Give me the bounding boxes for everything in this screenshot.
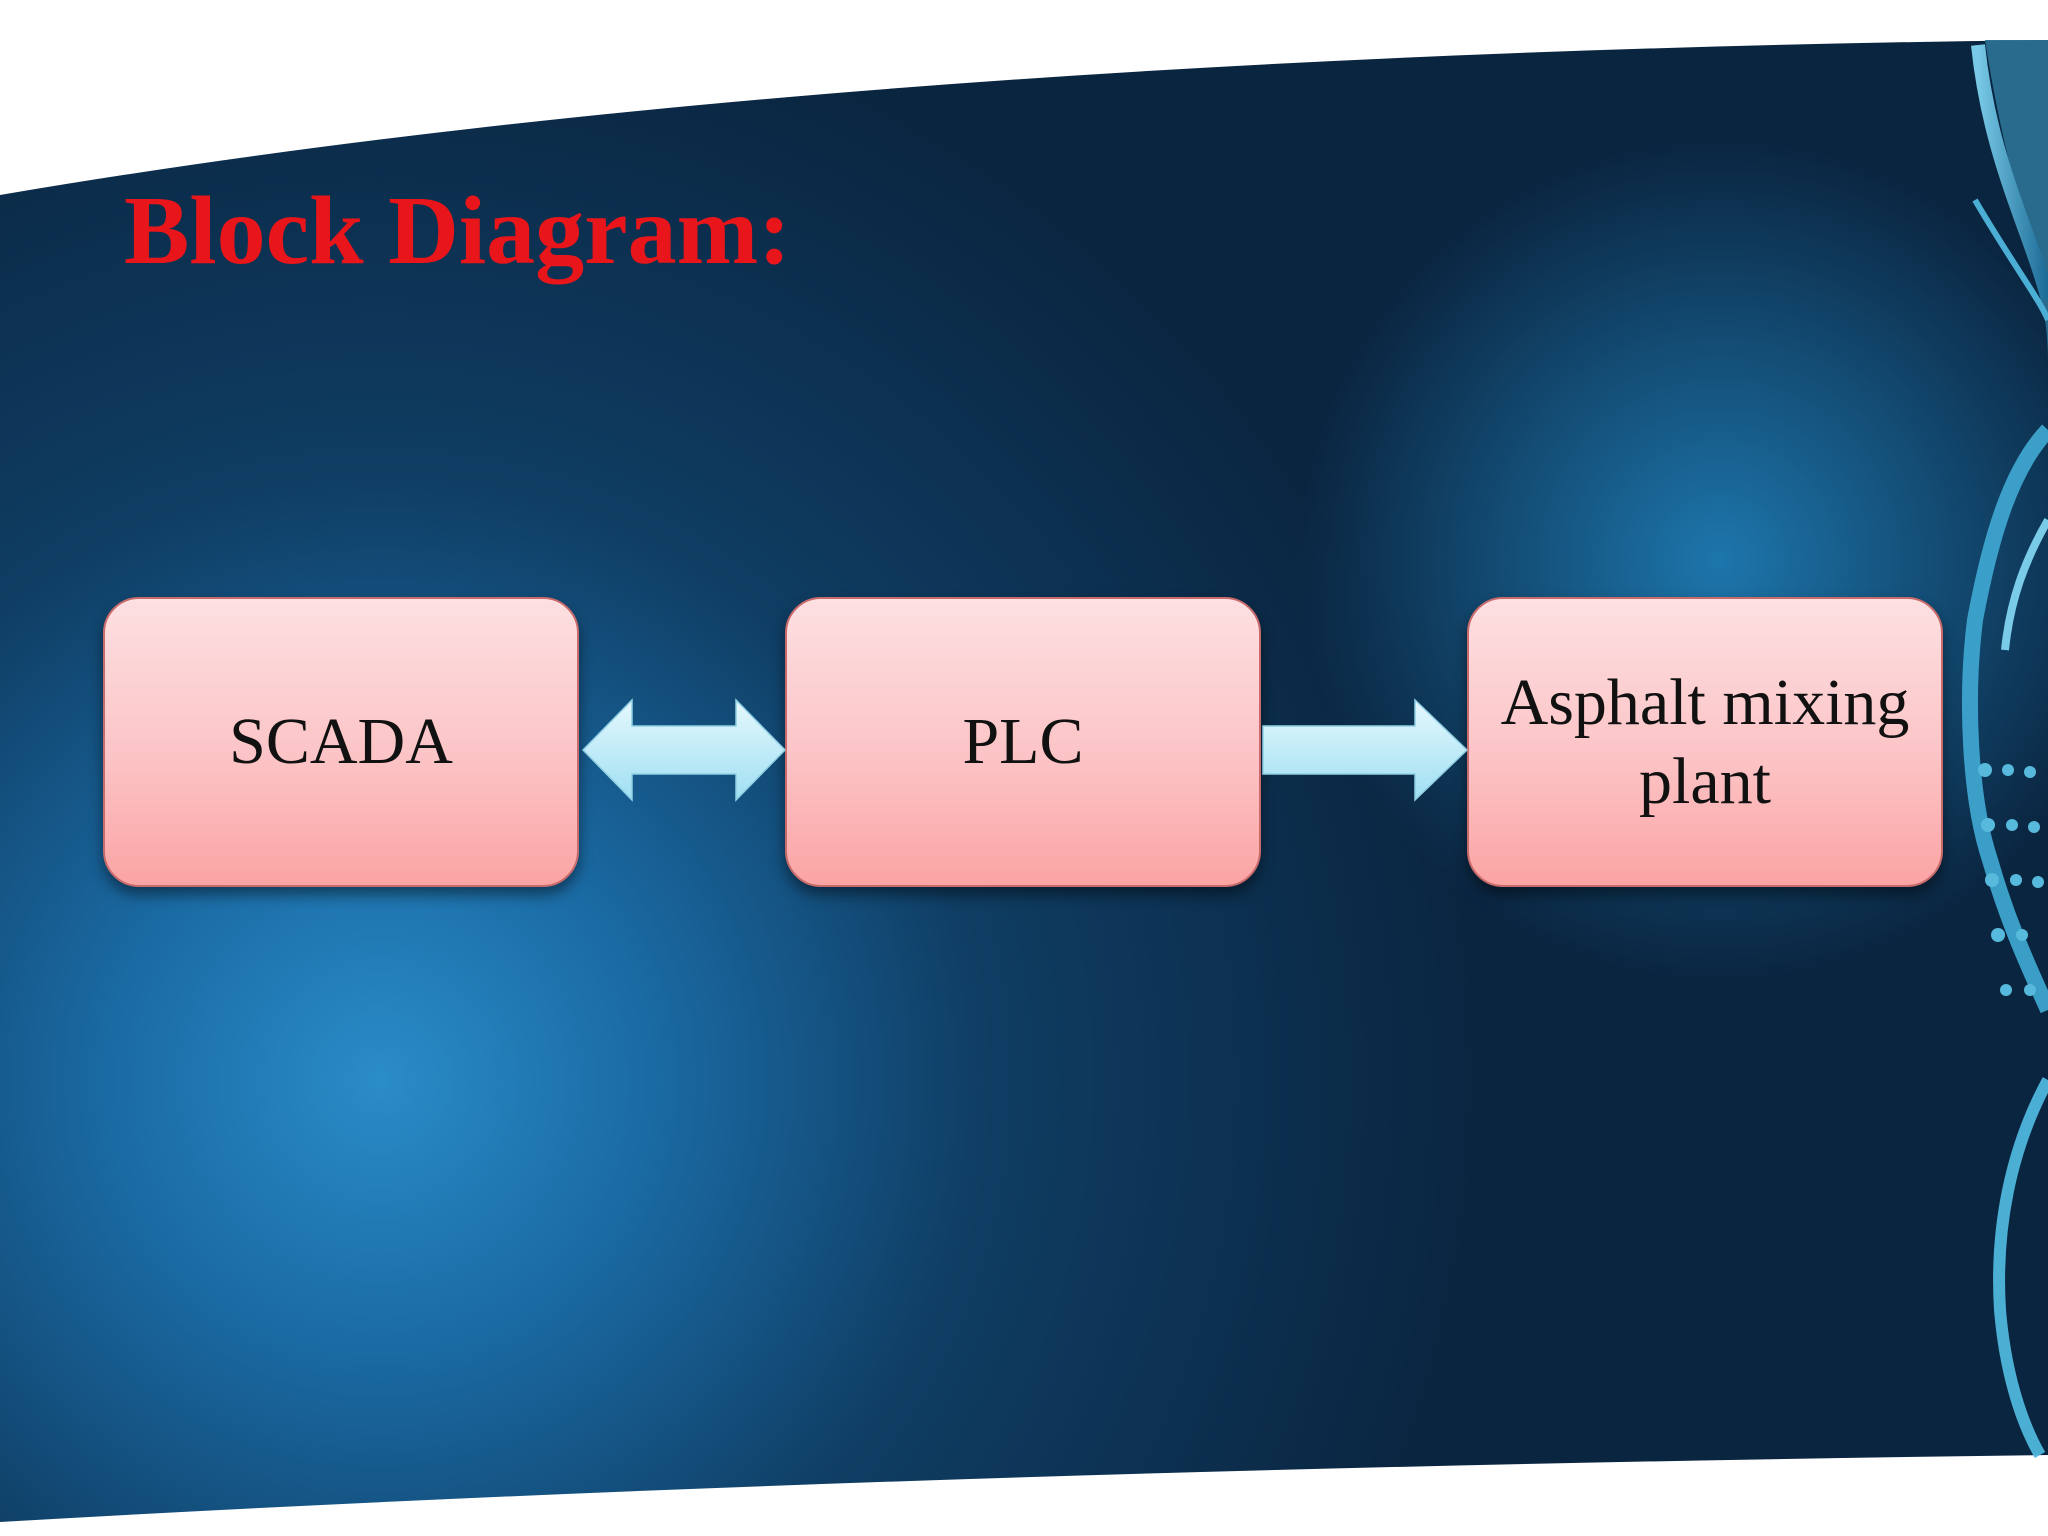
plc-block: PLC [785,597,1261,887]
plc-label: PLC [962,705,1084,779]
slide-title: Block Diagram: [124,177,791,285]
scada-label: SCADA [229,705,453,779]
dna-helix-decoration [1962,40,2048,1458]
scada-block: SCADA [103,597,579,887]
asphalt-mixing-plant-block: Asphalt mixing plant [1467,597,1943,887]
asphalt-mixing-plant-label: Asphalt mixing plant [1500,665,1910,818]
